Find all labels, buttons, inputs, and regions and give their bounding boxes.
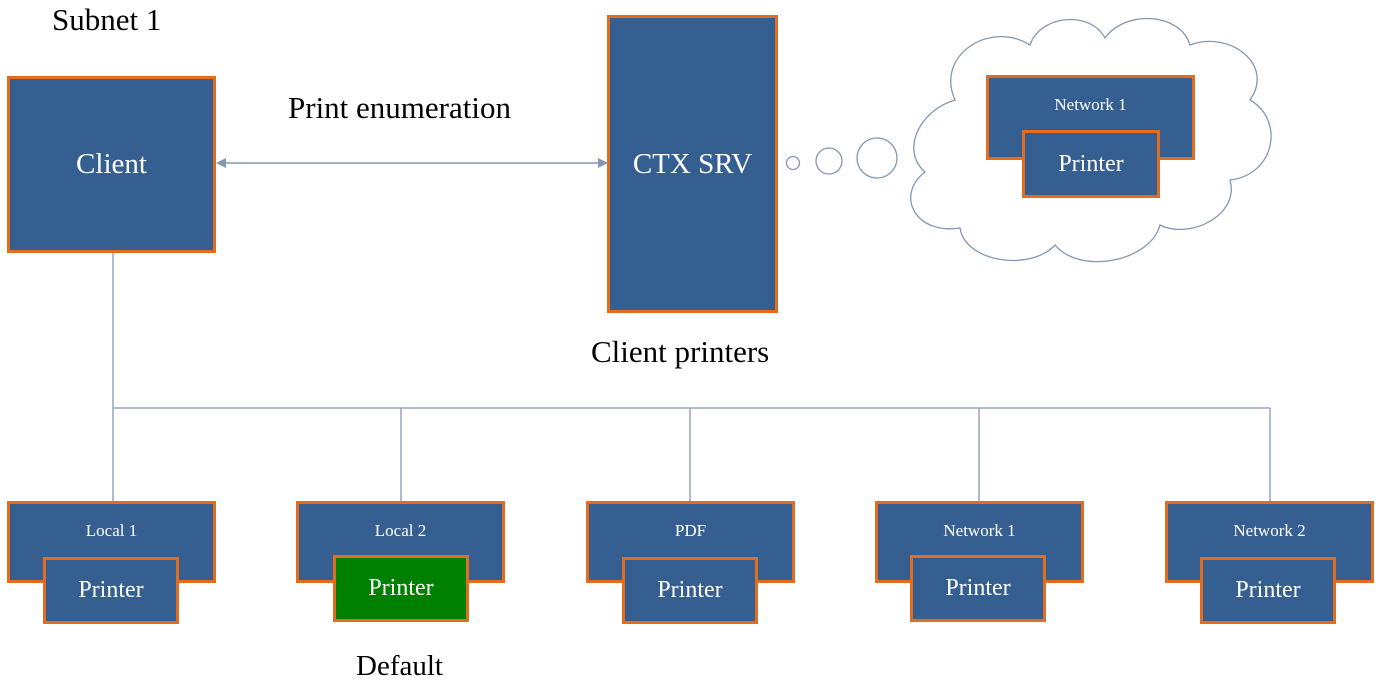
- subnet-label: Subnet 1: [52, 2, 162, 37]
- thought-bubble-small: [785, 155, 801, 171]
- client-node[interactable]: Client: [7, 76, 216, 253]
- printer-name-label: Local 1: [85, 521, 138, 540]
- client-printers-label: Client printers: [591, 334, 770, 369]
- default-label: Default: [356, 650, 443, 682]
- cloud-printer-box[interactable]: Printer: [1022, 130, 1160, 198]
- printer-box-network-2[interactable]: Printer: [1200, 557, 1336, 624]
- printer-label: Printer: [657, 577, 723, 603]
- printer-name-label: PDF: [674, 521, 707, 540]
- printer-box-local-1[interactable]: Printer: [43, 557, 179, 624]
- printer-name-label: Network 2: [1233, 521, 1306, 540]
- enumeration-label: Print enumeration: [288, 90, 511, 125]
- thought-bubble-medium: [815, 147, 843, 175]
- thought-bubble-large: [856, 137, 898, 179]
- cloud-printer-label: Printer: [1058, 150, 1124, 177]
- printer-name-label: Local 2: [374, 521, 427, 540]
- server-label: CTX SRV: [632, 147, 753, 180]
- printer-label: Printer: [1235, 577, 1301, 603]
- cloud-network-label: Network 1: [1054, 95, 1127, 114]
- printer-name-label: Network 1: [943, 521, 1016, 540]
- printer-box-local-2-default[interactable]: Printer: [333, 555, 469, 622]
- printer-box-pdf[interactable]: Printer: [622, 557, 758, 624]
- printer-label: Printer: [78, 577, 144, 603]
- server-node[interactable]: CTX SRV: [607, 15, 778, 313]
- printer-label: Printer: [368, 575, 434, 601]
- printer-box-network-1[interactable]: Printer: [910, 555, 1046, 622]
- client-label: Client: [76, 148, 147, 180]
- printer-label: Printer: [945, 575, 1011, 601]
